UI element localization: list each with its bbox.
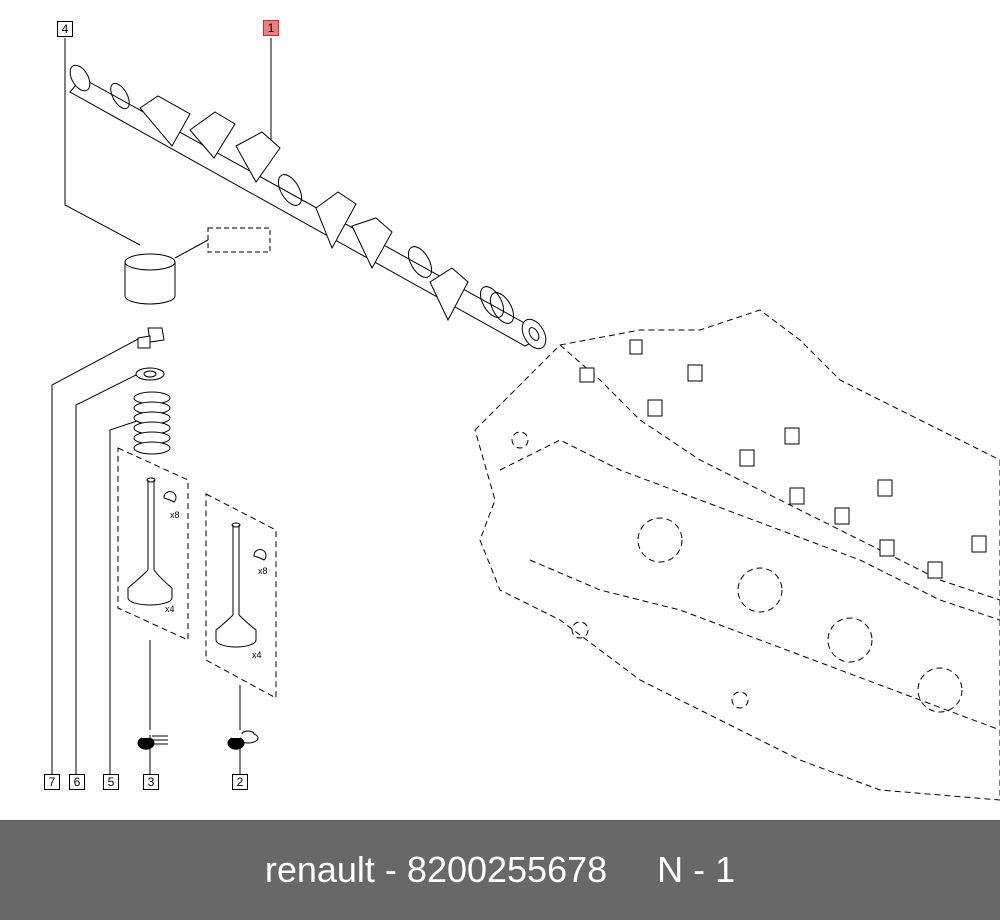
exhaust-valve[interactable] — [215, 522, 257, 648]
intake-valve[interactable] — [127, 477, 173, 606]
valve-stem-seal-icon[interactable] — [137, 735, 168, 750]
cylinder-head — [474, 309, 1000, 801]
exploded-view-drawing — [51, 38, 1000, 801]
position-label: N - 1 — [657, 849, 736, 890]
callout-6[interactable]: 6 — [69, 774, 85, 790]
callout-3[interactable]: 3 — [143, 774, 159, 790]
keeper-icon — [163, 491, 177, 503]
intake-valve-group — [117, 447, 189, 641]
exhaust-valve-group — [205, 493, 277, 699]
qty-valves-intake: x4 — [165, 604, 175, 614]
separator: - — [374, 849, 407, 890]
qty-keepers-intake: x8 — [170, 510, 180, 520]
callout-5[interactable]: 5 — [103, 774, 119, 790]
brand-name: renault — [264, 849, 375, 890]
tappet[interactable] — [124, 227, 271, 305]
keeper-icon — [253, 549, 267, 561]
valve-keeper[interactable] — [137, 327, 165, 349]
head-bolts — [579, 339, 987, 579]
part-number: 8200255678 — [406, 849, 608, 890]
spring-cap[interactable] — [135, 367, 165, 381]
valve-spring[interactable] — [133, 391, 171, 455]
qty-valves-exhaust: x4 — [252, 650, 262, 660]
leader-lines — [51, 38, 272, 774]
part-footer: renault - 8200255678 N - 1 — [0, 820, 1000, 920]
callout-2[interactable]: 2 — [232, 774, 248, 790]
qty-keepers-exhaust: x8 — [258, 566, 268, 576]
callout-4[interactable]: 4 — [57, 21, 73, 37]
camshaft[interactable] — [66, 62, 551, 353]
callout-7[interactable]: 7 — [44, 774, 60, 790]
callout-1[interactable]: 1 — [263, 20, 279, 36]
valve-stem-seal-icon[interactable] — [227, 730, 259, 750]
